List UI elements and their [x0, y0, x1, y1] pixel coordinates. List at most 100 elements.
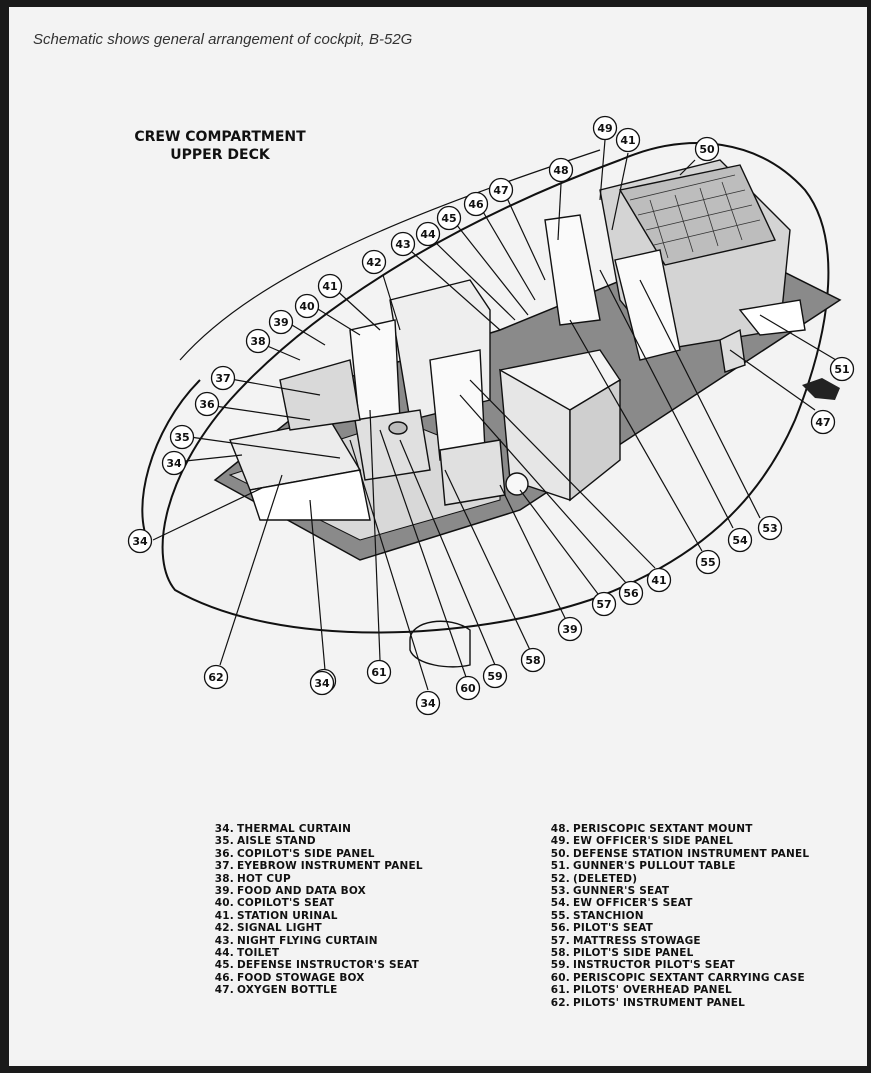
callout-number: 42 [366, 256, 381, 269]
callout-number: 41 [322, 280, 337, 293]
legend-label: PERISCOPIC SEXTANT MOUNT [573, 823, 753, 835]
legend-item: 44.TOILET [196, 947, 423, 959]
callout-43: 43 [390, 231, 416, 257]
callout-circle [592, 115, 618, 141]
callout-circle [615, 127, 641, 153]
legend-item: 41.STATION URINAL [196, 910, 423, 922]
callout-circle [366, 659, 392, 685]
legend-number: 43. [214, 934, 234, 947]
legend-label: NIGHT FLYING CURTAIN [237, 934, 378, 947]
callout-46: 46 [463, 191, 489, 217]
callout-circle [463, 191, 489, 217]
callout-number: 45 [441, 212, 456, 225]
callout-circle [309, 670, 335, 696]
legend-number: 44. [214, 947, 234, 960]
callout-number: 56 [623, 587, 639, 600]
callout-34: 34 [127, 528, 153, 554]
legend-number: 53. [550, 885, 570, 898]
legend-label: DEFENSE STATION INSTRUMENT PANEL [573, 847, 810, 860]
legend-item: 56.PILOT'S SEAT [532, 922, 809, 934]
callout-41: 41 [615, 127, 641, 153]
callout-number: 47 [815, 416, 830, 429]
legend-item: 61.PILOTS' OVERHEAD PANEL [532, 984, 809, 996]
callout-number: 41 [651, 574, 666, 587]
callout-circle [436, 205, 462, 231]
callout-circle [694, 136, 720, 162]
figure-caption: Schematic shows general arrangement of c… [33, 31, 413, 48]
callout-41: 41 [317, 273, 343, 299]
callout-40: 40 [294, 293, 320, 319]
callout-57: 57 [591, 591, 617, 617]
legend-item: 59.INSTRUCTOR PILOT'S SEAT [532, 959, 809, 971]
callout-number: 34 [420, 697, 436, 710]
callout-51: 51 [829, 356, 855, 382]
callout-number: 41 [620, 134, 635, 147]
legend-item: 60.PERISCOPIC SEXTANT CARRYING CASE [532, 972, 809, 984]
legend-label: AISLE STAND [237, 835, 316, 848]
callout-number: 50 [699, 143, 715, 156]
callout-circle [548, 157, 574, 183]
legend-item: 38.HOT CUP [196, 873, 423, 885]
legend-number: 37. [214, 860, 234, 873]
legend-label: COPILOT'S SEAT [237, 897, 335, 910]
legend-label: EYEBROW INSTRUMENT PANEL [237, 860, 423, 873]
legend-number: 62. [550, 996, 570, 1009]
leader-lines [152, 139, 837, 691]
legend-number: 57. [550, 934, 570, 947]
legend-item: 46.FOOD STOWAGE BOX [196, 972, 423, 984]
legend-item: 54.EW OFFICER'S SEAT [532, 897, 809, 909]
callout-58: 58 [520, 647, 546, 673]
diagram-title: CREW COMPARTMENT UPPER DECK [120, 128, 320, 164]
callout-number: 34 [166, 457, 182, 470]
callout-number: 49 [597, 122, 612, 135]
callout-44: 44 [415, 221, 441, 247]
callout-circle [695, 549, 721, 575]
callout-number: 44 [420, 228, 436, 241]
callout-circle [520, 647, 546, 673]
callout-circle [618, 580, 644, 606]
callout-number: 39 [273, 316, 288, 329]
pointing-hand-icon [802, 378, 840, 400]
legend-item: 45.DEFENSE INSTRUCTOR'S SEAT [196, 959, 423, 971]
callout-number: 57 [596, 598, 611, 611]
legend-number: 34. [214, 823, 234, 835]
callout-62: 62 [203, 664, 229, 690]
legend-item: 49.EW OFFICER'S SIDE PANEL [532, 835, 809, 847]
legend-label: COPILOT'S SIDE PANEL [237, 847, 375, 860]
callout-number: 55 [700, 556, 715, 569]
callout-circle [203, 664, 229, 690]
callout-circle [482, 663, 508, 689]
legend-number: 56. [550, 922, 570, 935]
legend-item: 55.STANCHION [532, 910, 809, 922]
legend-label: EW OFFICER'S SIDE PANEL [573, 835, 734, 848]
callout-39: 39 [268, 309, 294, 335]
legend-label: INSTRUCTOR PILOT'S SEAT [573, 959, 735, 972]
callout-circle [161, 450, 187, 476]
legend-item: 48.PERISCOPIC SEXTANT MOUNT [532, 823, 809, 835]
callout-47: 47 [488, 177, 514, 203]
callout-circle [557, 616, 583, 642]
callout-number: 53 [762, 522, 777, 535]
legend-label: PILOTS' OVERHEAD PANEL [573, 984, 732, 997]
callout-circle [169, 424, 195, 450]
callout-47: 47 [810, 409, 836, 435]
legend-label: STATION URINAL [237, 909, 338, 922]
callout-number: 38 [250, 335, 265, 348]
callout-circle [727, 527, 753, 553]
legend-number: 46. [214, 971, 234, 984]
callout-54: 54 [727, 527, 753, 553]
legend-item: 43.NIGHT FLYING CURTAIN [196, 935, 423, 947]
callout-53: 53 [757, 515, 783, 541]
callout-number: 39 [562, 623, 577, 636]
legend-number: 58. [550, 947, 570, 960]
title-line-1: CREW COMPARTMENT [134, 129, 306, 145]
legend-item: 51.GUNNER'S PULLOUT TABLE [532, 860, 809, 872]
legend-item: 36.COPILOT'S SIDE PANEL [196, 848, 423, 860]
callout-circle [646, 567, 672, 593]
callout-circle [829, 356, 855, 382]
callout-41: 41 [646, 567, 672, 593]
callout-number: 37 [215, 372, 230, 385]
legend-label: FOOD AND DATA BOX [237, 885, 366, 898]
